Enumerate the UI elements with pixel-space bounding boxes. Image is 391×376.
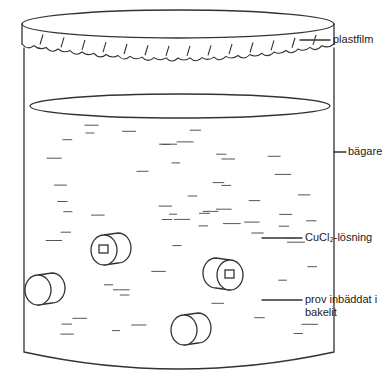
liquid-dash (46, 240, 62, 241)
liquid-dash (275, 174, 291, 175)
film-fold (208, 45, 211, 55)
liquid-dash (62, 324, 72, 325)
bakelite-sample (25, 273, 65, 305)
liquid-dash (287, 242, 305, 243)
liquid-dash (213, 182, 225, 183)
bakelite-sample (171, 313, 211, 345)
liquid-dash (172, 162, 181, 163)
leader-line (262, 299, 302, 300)
film-fold (313, 35, 316, 45)
liquid-dash (279, 226, 289, 227)
sample-face (171, 315, 197, 345)
liquid-dash (86, 133, 95, 134)
liquid-dash (244, 222, 259, 223)
liquid-dash (131, 325, 146, 326)
specimen-window (99, 245, 108, 253)
film-top (22, 10, 334, 38)
liquid-dash (159, 206, 172, 207)
liquid-dash (54, 185, 67, 186)
liquid-dash (221, 159, 235, 160)
film-fold (166, 46, 169, 56)
liquid-dash (137, 171, 149, 172)
liquid-dash (307, 266, 317, 267)
liquid-dash (223, 223, 241, 224)
liquid-dash (298, 194, 310, 195)
liquid-dash (159, 144, 177, 145)
liquid-dash (190, 130, 201, 131)
liquid-dash (254, 317, 265, 318)
liquid-dash (199, 225, 208, 226)
film-fold (250, 42, 253, 52)
film-fold (82, 40, 85, 50)
sample-face (91, 235, 117, 265)
liquid-dash (279, 214, 292, 215)
liquid-dash (47, 158, 62, 159)
liquid-dash (151, 271, 166, 272)
sample-face (217, 260, 243, 290)
liquid-dash (177, 141, 194, 142)
film-fold (61, 37, 64, 47)
sample-label: prov inbäddat i bakelit (305, 293, 387, 319)
liquid-dash (285, 238, 297, 239)
liquid-dash (306, 220, 316, 221)
liquid-dash (302, 324, 319, 325)
liquid-dash (251, 233, 263, 234)
liquid-dash (221, 185, 231, 186)
liquid-dash (203, 211, 219, 212)
liquid-dash (216, 154, 226, 155)
liquid-dash (216, 209, 232, 210)
film-sides (22, 24, 334, 44)
liquid-dash (174, 219, 190, 220)
bakelite-sample (91, 233, 131, 265)
film-fold (124, 44, 127, 54)
beaker-label: bägare (348, 145, 388, 158)
liquid-dash (61, 232, 71, 233)
film-fold (40, 35, 43, 45)
film-ruffle (22, 44, 334, 61)
liquid-dash (199, 213, 210, 214)
liquid-dash (104, 284, 113, 285)
liquid-dash (212, 303, 224, 304)
sample-face (25, 275, 51, 305)
solution-label: CuCl₂-lösning (305, 231, 389, 244)
liquid-surface (30, 94, 330, 118)
liquid-dash (162, 219, 173, 220)
liquid-dash (112, 330, 120, 331)
film-fold (187, 46, 190, 56)
liquid-dash (113, 289, 130, 290)
leader-line (262, 237, 302, 238)
beaker-outline (24, 48, 334, 369)
specimen-window (225, 270, 234, 278)
liquid-dash (268, 156, 281, 157)
liquid-dash (294, 333, 303, 334)
leader-line (334, 151, 346, 152)
film-fold (271, 40, 274, 50)
bakelite-sample (203, 258, 243, 290)
liquid-dash (278, 280, 287, 281)
liquid-dash (91, 215, 105, 216)
film-fold (229, 44, 232, 54)
film-fold (145, 45, 148, 55)
film-fold (103, 42, 106, 52)
liquid-dash (57, 201, 67, 202)
film-label: plastfilm (333, 33, 388, 46)
liquid-dash (172, 245, 181, 246)
liquid-dash (188, 196, 198, 197)
liquid-dash (169, 214, 177, 215)
liquid-dash (84, 125, 98, 126)
liquid-dash (62, 139, 72, 140)
liquid-dash (120, 295, 129, 296)
liquid-dash (60, 334, 74, 335)
film-fold (292, 38, 295, 48)
liquid-dash (73, 318, 88, 319)
liquid-dash (63, 211, 72, 212)
liquid-dash (122, 131, 136, 132)
liquid-dash (249, 200, 261, 201)
